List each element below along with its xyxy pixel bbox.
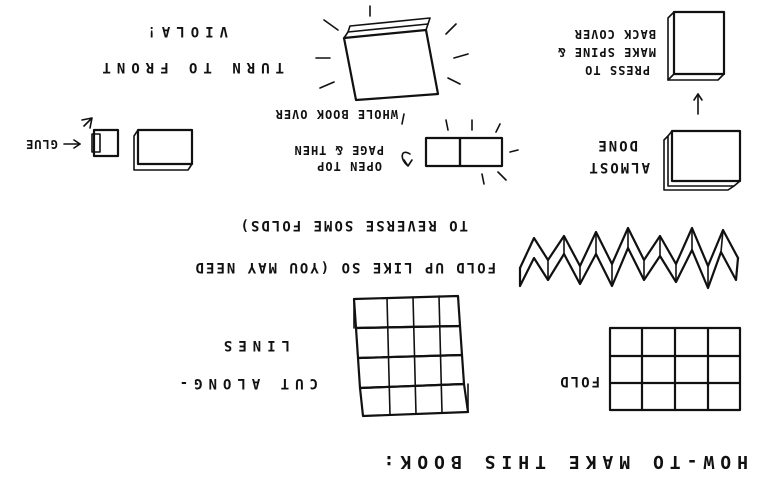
cut-label-line1: CUT ALONG- xyxy=(174,375,318,390)
cut-grid-icon xyxy=(354,296,468,416)
turn-label: TURN TO FRONT xyxy=(96,59,284,74)
fold-label: FOLD xyxy=(558,373,600,388)
cut-label-line2: LINES xyxy=(218,337,290,352)
open-label-line3: WHOLE BOOK OVER xyxy=(275,107,398,120)
open-page-icon xyxy=(402,120,518,184)
glue-label: GLUE xyxy=(25,137,58,150)
open-label-line2: PAGE & THEN xyxy=(294,143,384,156)
press-label-line1: PRESS TO xyxy=(584,63,650,76)
page-title: HOW-TO MAKE THIS BOOK: xyxy=(378,451,748,470)
fold-grid-icon xyxy=(610,328,740,410)
almost-label-line2: DONE xyxy=(596,137,638,152)
accordion-fold-icon xyxy=(520,228,738,288)
open-label-line1: OPEN TOP xyxy=(316,159,382,172)
fold-up-label-line1: FOLD UP LIKE SO (YOU MAY NEED xyxy=(194,259,496,274)
almost-label-line1: ALMOST xyxy=(587,159,650,174)
viola-label: VIOLA! xyxy=(141,23,228,38)
press-label-line3: BACK COVER xyxy=(574,27,656,40)
fold-up-label-line2: TO REVERSE SOME FOLDS) xyxy=(239,217,468,232)
folded-book-icon xyxy=(664,131,740,190)
glue-book-icon xyxy=(64,118,192,170)
press-book-icon xyxy=(668,12,724,114)
press-label-line2: MAKE SPINE & xyxy=(557,45,656,58)
